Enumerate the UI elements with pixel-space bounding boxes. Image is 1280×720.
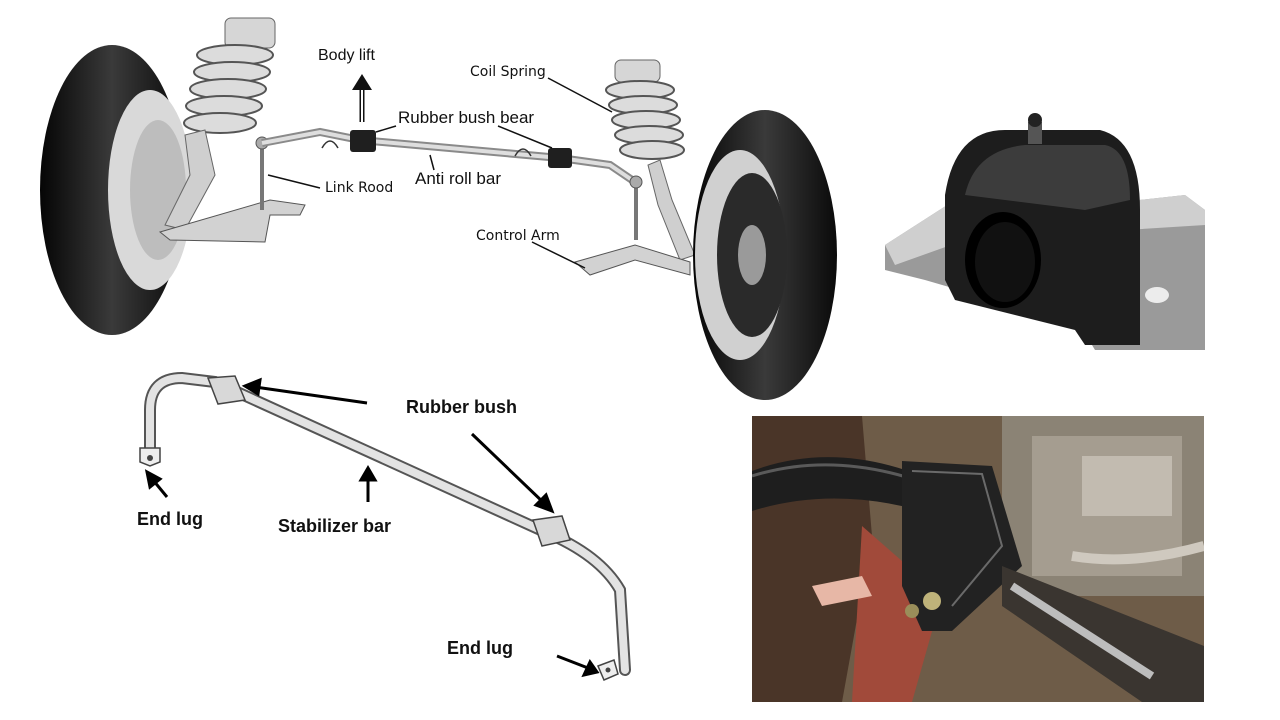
label-anti-roll-bar: Anti roll bar [415, 169, 501, 188]
label-end-lug-left: End lug [137, 509, 203, 529]
body-lift-arrow [352, 74, 372, 122]
label-end-lug-right: End lug [447, 638, 513, 658]
leader-lines [267, 77, 613, 269]
end-lug-left-shape [139, 447, 161, 467]
bush-bracket-image [885, 113, 1205, 350]
bush-bracket-photo [885, 100, 1205, 360]
left-control-arm [158, 199, 306, 243]
right-control-arm [573, 244, 691, 276]
end-lug-right-shape [597, 659, 619, 681]
left-wheel [40, 45, 192, 335]
suspension-illustration [40, 17, 837, 400]
stabilizer-bar-diagram [139, 371, 631, 681]
bush-bearing-left [350, 130, 376, 152]
label-link-rod: Link Rood [325, 180, 394, 196]
rubber-bush-left [206, 375, 247, 405]
label-rubber-bush: Rubber bush [406, 397, 517, 417]
bush-bearing-right [548, 148, 572, 168]
right-wheel [693, 110, 837, 400]
label-body-lift: Body lift [318, 47, 375, 64]
right-coil-spring [605, 59, 696, 261]
label-stabilizer-bar: Stabilizer bar [278, 516, 392, 536]
undercar-image [752, 416, 1204, 702]
anti-roll-bar [261, 127, 638, 186]
left-coil-spring [164, 17, 276, 231]
rubber-bush-right [531, 515, 571, 547]
undercar-photo [752, 416, 1204, 702]
label-control-arm: Control Arm [476, 228, 560, 244]
stabilizer-arrows [144, 377, 600, 678]
label-coil-spring: Coil Spring [470, 64, 546, 80]
label-rubber-bush-bear: Rubber bush bear [398, 108, 535, 127]
